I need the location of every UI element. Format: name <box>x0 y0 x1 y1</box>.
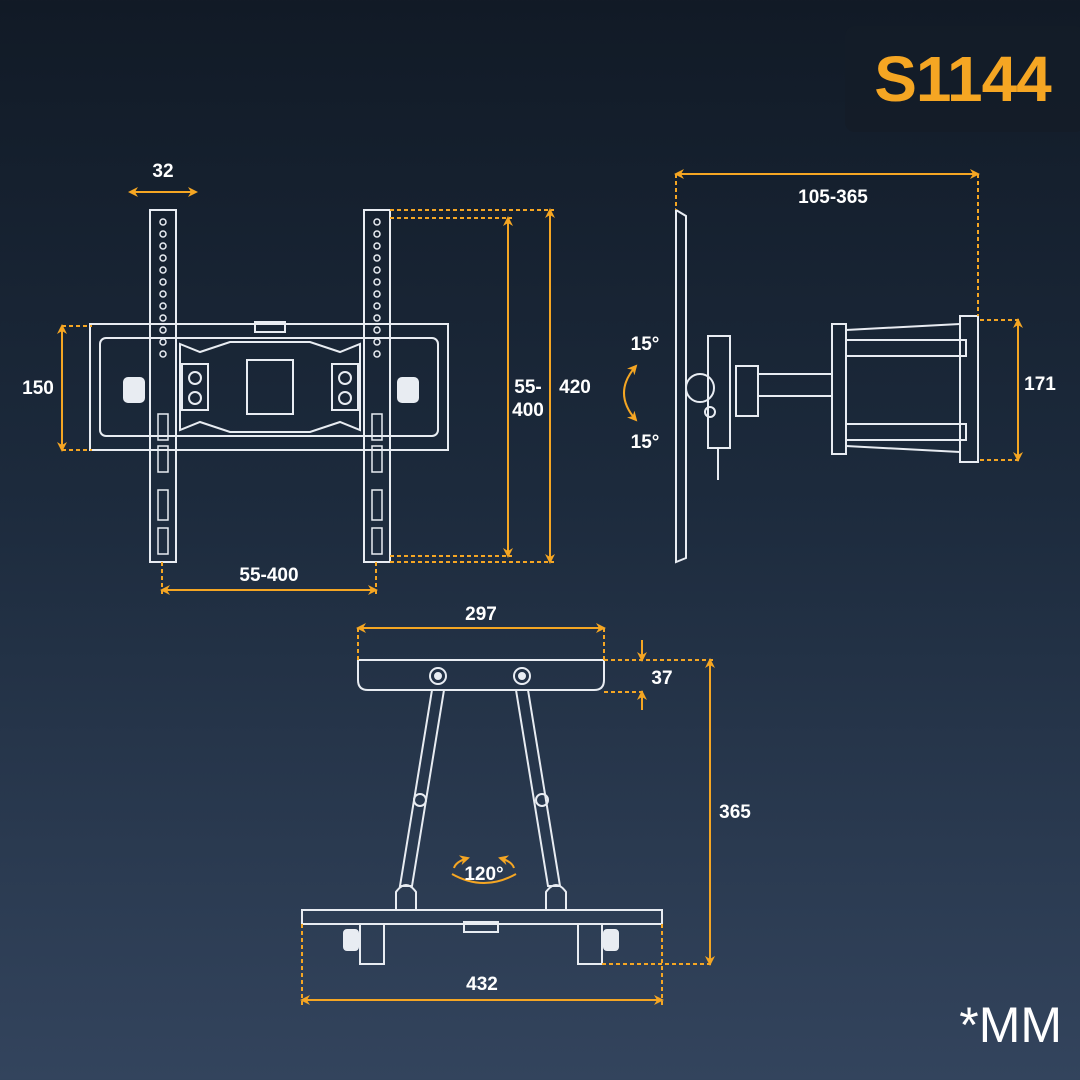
tv-arm-plate <box>357 659 605 691</box>
plate-slot <box>463 921 499 933</box>
lower-arm-link <box>845 423 967 441</box>
top-slot <box>254 321 286 333</box>
dim-vertical-adjust-label-2: 400 <box>512 400 544 421</box>
tv-plate-profile <box>675 208 687 564</box>
dim-wall-plate-height-label: 171 <box>1024 374 1056 395</box>
left-bracket <box>359 923 385 965</box>
center-cutout <box>246 359 294 415</box>
tilt-up-label: 15° <box>631 334 660 355</box>
front-view <box>89 209 449 563</box>
dim-upright-length-label: 420 <box>559 377 591 398</box>
wall-plate-inner <box>99 337 439 437</box>
right-knob <box>397 377 419 403</box>
dim-plate-depth-label: 37 <box>651 668 672 689</box>
dim-vertical-adjust-label-1: 55- <box>514 377 541 398</box>
unit-label: *MM <box>959 997 1062 1053</box>
swivel-angle-label: 120° <box>464 864 503 885</box>
bolt <box>338 391 352 405</box>
right-upright-holes <box>371 218 383 555</box>
right-arm-mount <box>545 884 567 910</box>
left-arm-mount <box>395 884 417 910</box>
arm-upper-edge <box>845 323 961 331</box>
bolt <box>188 391 202 405</box>
dim-extension-label: 105-365 <box>798 187 868 208</box>
bolt <box>338 371 352 385</box>
dim-upright-width-label: 32 <box>152 161 173 182</box>
right-bracket-knob <box>603 929 619 951</box>
arm-joint <box>735 365 759 417</box>
arm-block <box>831 323 847 455</box>
model-number: S1144 <box>874 43 1052 115</box>
swivel-arc <box>451 873 517 884</box>
top-view-labels: 297 37 365 120° 432 <box>464 604 751 995</box>
left-upright-holes <box>157 218 169 555</box>
left-upright <box>149 209 177 563</box>
side-view <box>675 208 979 564</box>
center-body <box>179 341 361 433</box>
dim-hook-spacing-label: 55-400 <box>239 565 298 586</box>
front-view-dimensions <box>57 187 555 596</box>
arm-lower-edge <box>845 445 961 453</box>
left-bracket-knob <box>343 929 359 951</box>
swivel-arrow-left <box>453 855 470 869</box>
top-wall-plate <box>301 909 663 925</box>
top-view-dimensions <box>300 623 715 1006</box>
side-view-labels: 105-365 15° 15° 171 <box>631 187 1057 453</box>
left-knob <box>123 377 145 403</box>
arm-pivot <box>413 793 427 807</box>
tilt-arrow <box>623 364 638 422</box>
plate-bolt <box>429 667 447 685</box>
left-arm <box>398 689 446 887</box>
upper-arm-link <box>845 339 967 357</box>
swivel-arrow-right <box>498 855 515 869</box>
plate-bolt <box>513 667 531 685</box>
dim-wall-plate-width-label: 432 <box>466 974 498 995</box>
dim-arm-plate-width-label: 297 <box>465 604 497 625</box>
arm-pivot <box>535 793 549 807</box>
right-bolt-box <box>331 363 359 411</box>
right-bracket <box>577 923 603 965</box>
wall-plate <box>89 323 449 451</box>
dim-arm-length-label: 365 <box>719 802 751 823</box>
short-arm <box>757 373 833 397</box>
bolt <box>188 371 202 385</box>
side-wall-plate <box>959 315 979 463</box>
model-badge: S1144 <box>845 26 1080 132</box>
pivot-bolt <box>704 406 716 418</box>
dim-bracket-height-label: 150 <box>22 378 54 399</box>
tilt-pivot <box>685 373 715 403</box>
side-view-dimensions <box>623 169 1023 462</box>
tilt-down-label: 15° <box>631 432 660 453</box>
right-arm <box>514 689 562 887</box>
top-view <box>301 659 663 965</box>
front-view-labels: 32 150 55-400 55- 400 420 <box>22 161 591 586</box>
right-upright <box>363 209 391 563</box>
tilt-bracket <box>707 335 731 449</box>
left-bolt-box <box>181 363 209 411</box>
